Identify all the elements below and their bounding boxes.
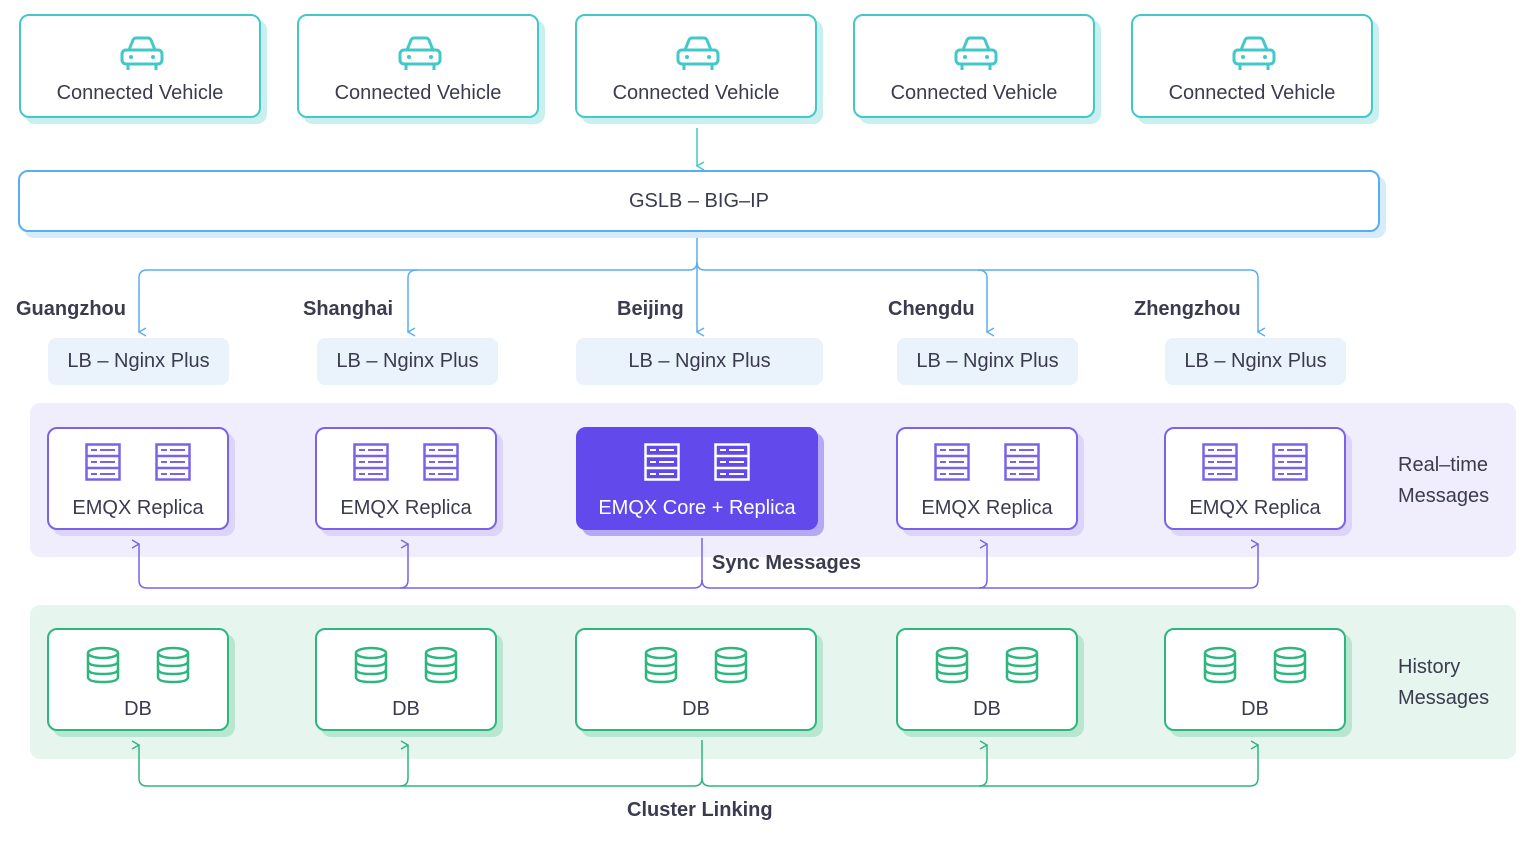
db-box: DB	[47, 628, 229, 731]
emqx-replica-label: EMQX Replica	[1189, 497, 1321, 519]
car-icon	[1232, 36, 1276, 70]
db-box: DB	[896, 628, 1078, 731]
database-icon	[156, 646, 190, 684]
emqx-replica-label: EMQX Replica	[921, 497, 1053, 519]
server-icon	[714, 443, 750, 481]
server-icon	[155, 443, 191, 481]
database-icon	[1203, 646, 1237, 684]
vehicle-label: Connected Vehicle	[890, 82, 1058, 104]
db-label: DB	[124, 698, 152, 720]
sync-messages-label: Sync Messages	[712, 552, 861, 574]
city-label-chengdu: Chengdu	[888, 298, 975, 320]
city-label-beijing: Beijing	[617, 298, 684, 320]
server-icon	[1272, 443, 1308, 481]
cluster-linking-label: Cluster Linking	[627, 799, 773, 821]
emqx-core-box: EMQX Core + Replica	[576, 427, 818, 530]
lb-label: LB – Nginx Plus	[67, 350, 210, 372]
emqx-replica-label: EMQX Replica	[72, 497, 204, 519]
server-icon	[85, 443, 121, 481]
database-icon	[354, 646, 388, 684]
database-icon	[714, 646, 748, 684]
server-icon	[644, 443, 680, 481]
connected-vehicle-box: Connected Vehicle	[297, 14, 539, 118]
emqx-replica-box: EMQX Replica	[1164, 427, 1346, 530]
server-icon	[1202, 443, 1238, 481]
lb-label: LB – Nginx Plus	[628, 350, 771, 372]
lb-box: LB – Nginx Plus	[576, 338, 823, 385]
emqx-replica-box: EMQX Replica	[47, 427, 229, 530]
city-label-shanghai: Shanghai	[303, 298, 394, 320]
db-label: DB	[682, 698, 710, 720]
lb-label: LB – Nginx Plus	[916, 350, 1059, 372]
db-label: DB	[1241, 698, 1269, 720]
city-label-guangzhou: Guangzhou	[16, 298, 126, 320]
server-icon	[353, 443, 389, 481]
server-icon	[1004, 443, 1040, 481]
lb-label: LB – Nginx Plus	[336, 350, 479, 372]
server-icon	[423, 443, 459, 481]
emqx-replica-box: EMQX Replica	[315, 427, 497, 530]
connected-vehicle-box: Connected Vehicle	[19, 14, 261, 118]
db-box: DB	[1164, 628, 1346, 731]
server-icon	[934, 443, 970, 481]
realtime-messages-label: Real–time Messages	[1398, 450, 1489, 512]
realtime-line1: Real–time	[1398, 454, 1489, 476]
database-icon	[1005, 646, 1039, 684]
emqx-replica-box: EMQX Replica	[896, 427, 1078, 530]
vehicle-label: Connected Vehicle	[334, 82, 502, 104]
database-icon	[644, 646, 678, 684]
database-icon	[424, 646, 458, 684]
emqx-replica-label: EMQX Replica	[340, 497, 472, 519]
lb-label: LB – Nginx Plus	[1184, 350, 1327, 372]
db-box: DB	[575, 628, 817, 731]
city-label-zhengzhou: Zhengzhou	[1134, 298, 1241, 320]
database-icon	[86, 646, 120, 684]
realtime-line2: Messages	[1398, 485, 1490, 507]
history-line1: History	[1398, 656, 1461, 678]
lb-box: LB – Nginx Plus	[897, 338, 1078, 385]
lb-box: LB – Nginx Plus	[317, 338, 498, 385]
emqx-core-label: EMQX Core + Replica	[598, 497, 796, 519]
car-icon	[954, 36, 998, 70]
vehicle-label: Connected Vehicle	[56, 82, 224, 104]
lb-box: LB – Nginx Plus	[48, 338, 229, 385]
car-icon	[120, 36, 164, 70]
history-line2: Messages	[1398, 687, 1490, 709]
db-label: DB	[973, 698, 1001, 720]
gslb-box: GSLB – BIG–IP	[18, 170, 1380, 232]
car-icon	[398, 36, 442, 70]
connected-vehicle-box: Connected Vehicle	[853, 14, 1095, 118]
lb-box: LB – Nginx Plus	[1165, 338, 1346, 385]
database-icon	[1273, 646, 1307, 684]
car-icon	[676, 36, 720, 70]
history-messages-label: History Messages	[1398, 652, 1489, 714]
database-icon	[935, 646, 969, 684]
vehicle-label: Connected Vehicle	[612, 82, 780, 104]
vehicle-label: Connected Vehicle	[1168, 82, 1336, 104]
gslb-label: GSLB – BIG–IP	[628, 189, 770, 212]
db-box: DB	[315, 628, 497, 731]
db-label: DB	[392, 698, 420, 720]
connected-vehicle-box: Connected Vehicle	[575, 14, 817, 118]
connected-vehicle-box: Connected Vehicle	[1131, 14, 1373, 118]
